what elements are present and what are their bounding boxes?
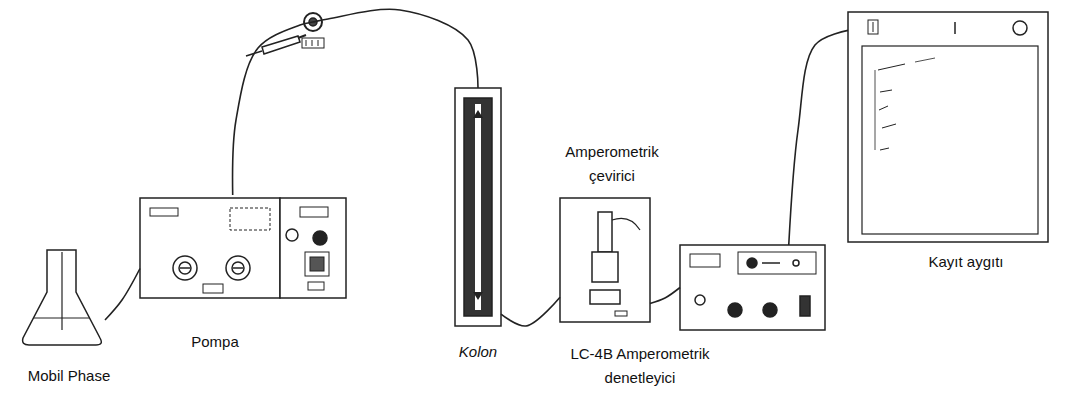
device-label: Pompa — [170, 330, 260, 354]
tubing-connector — [789, 30, 848, 245]
device-label: Mobil Phase — [4, 364, 134, 388]
tubing-connector — [501, 297, 560, 326]
recorder-drawing — [848, 12, 1048, 242]
column: Kolon — [455, 88, 501, 326]
device-label: Amperometrik çevirici — [553, 140, 671, 188]
amperometric-controller: LC-4B Amperometrik denetleyici — [680, 245, 825, 330]
amperometric-cell-drawing — [560, 198, 650, 322]
pump-drawing — [140, 198, 346, 298]
tubing-connector — [650, 288, 680, 304]
amperometric-cell: Amperometrik çevirici — [560, 198, 650, 322]
mobile-phase-flask: Mobil Phase — [20, 245, 105, 345]
pump-unit: Pompa — [140, 195, 346, 300]
flask-drawing — [23, 250, 102, 345]
tubing-connector — [233, 9, 478, 195]
device-label: Kolon — [443, 340, 513, 364]
device-label: LC-4B Amperometrik denetleyici — [553, 342, 728, 390]
tubing-connector — [105, 269, 140, 321]
recorder: Kayıt aygıtı — [848, 12, 1048, 242]
device-label: Kayıt aygıtı — [901, 250, 1031, 274]
column-drawing — [455, 88, 501, 326]
controller-drawing — [680, 245, 825, 330]
